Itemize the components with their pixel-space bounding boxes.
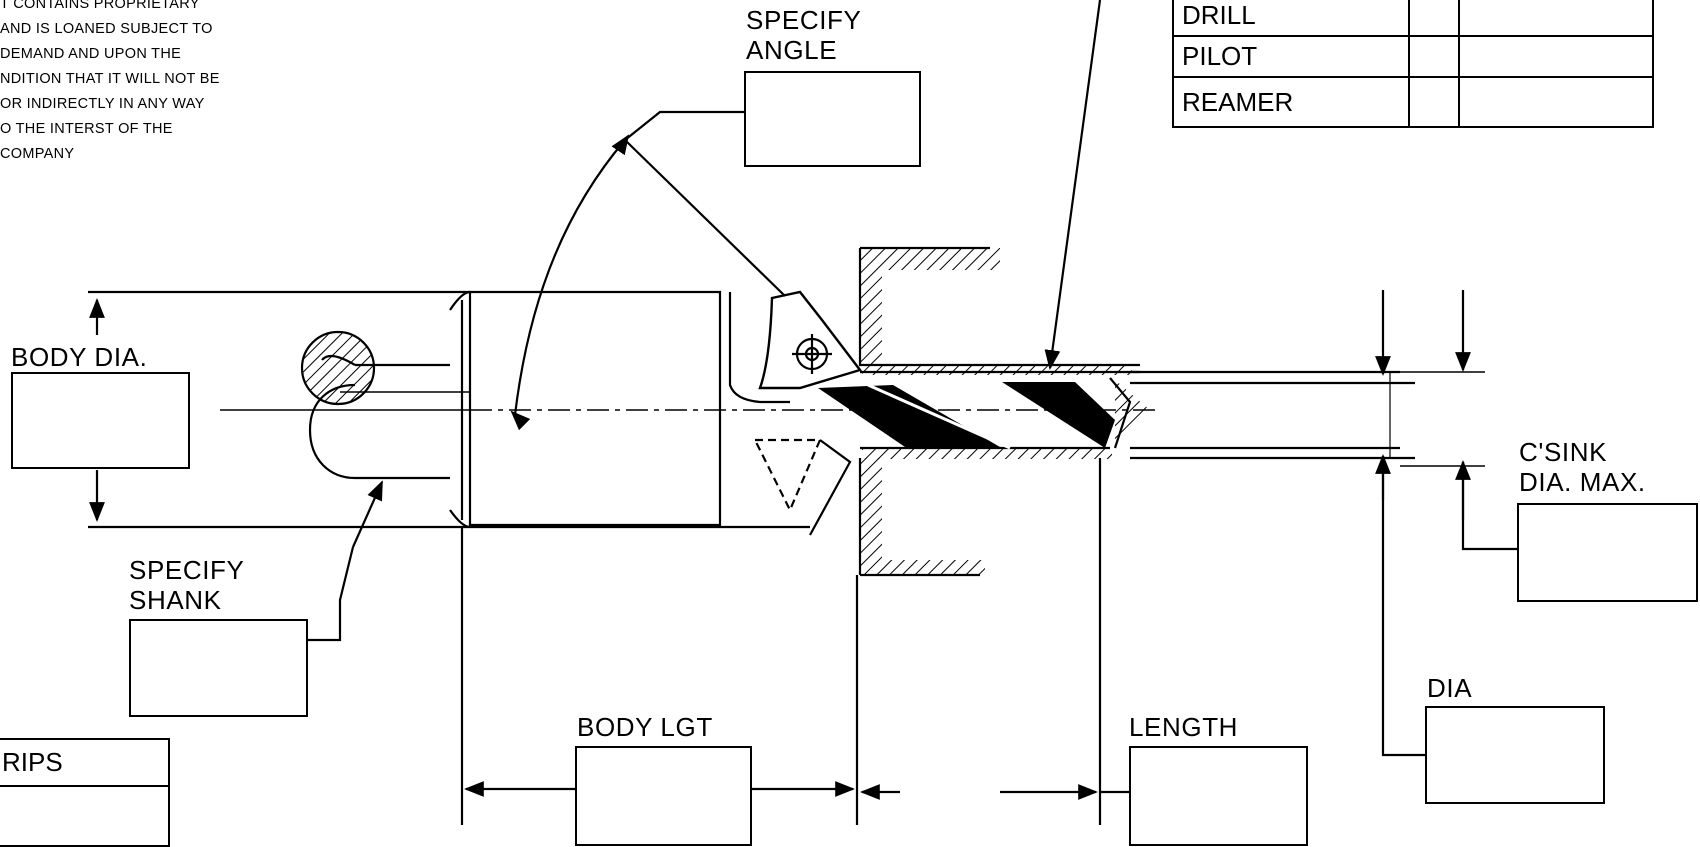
table-cell-input[interactable] — [0, 785, 170, 847]
specify-angle-field[interactable] — [744, 71, 921, 167]
dia-field[interactable] — [1425, 706, 1605, 804]
table-row: PILOT — [1172, 35, 1654, 78]
table-cell-input[interactable] — [1458, 35, 1654, 78]
table-cell-label: DRILL — [1172, 0, 1410, 37]
table-row: DRILL — [1172, 0, 1654, 37]
table-cell-input[interactable] — [1408, 35, 1460, 78]
label-line: SHANK — [129, 585, 222, 615]
table-cell-input[interactable] — [1408, 0, 1460, 37]
dia-label: DIA — [1427, 673, 1473, 703]
specify-shank-field[interactable] — [129, 619, 308, 717]
table-row: REAMER — [1172, 76, 1654, 128]
label-line: ANGLE — [746, 35, 838, 65]
body-lgt-label: BODY LGT — [577, 712, 713, 742]
notice-line: NDITION THAT IT WILL NOT BE — [0, 71, 220, 87]
notice-line: O THE INTERST OF THE — [0, 121, 173, 137]
specify-angle-label: SPECIFY ANGLE — [746, 5, 861, 65]
label-line: SPECIFY — [746, 5, 862, 35]
notice-line: OR INDIRECTLY IN ANY WAY — [0, 96, 205, 112]
table-row: RIPS — [0, 738, 170, 787]
table-row — [0, 785, 170, 847]
notice-line: COMPANY — [0, 146, 75, 162]
proprietary-notice: T CONTAINS PROPRIETARY AND IS LOANED SUB… — [0, 0, 260, 167]
label-line: C'SINK — [1519, 437, 1608, 467]
csink-label: C'SINK DIA. MAX. — [1519, 437, 1646, 497]
label-line: DIA. MAX. — [1519, 467, 1646, 497]
table-cell-input[interactable] — [1408, 76, 1460, 128]
notice-line: AND IS LOANED SUBJECT TO — [0, 21, 213, 37]
body-dia-label: BODY DIA. — [11, 342, 148, 372]
body-dia-field[interactable] — [11, 372, 190, 469]
table-cell-input[interactable] — [1458, 0, 1654, 37]
table-cell-label: REAMER — [1172, 76, 1410, 128]
table-cell-input[interactable] — [1458, 76, 1654, 128]
notice-line: DEMAND AND UPON THE — [0, 46, 182, 62]
body-lgt-field[interactable] — [575, 746, 752, 846]
grips-table: RIPS — [0, 738, 170, 847]
specify-shank-label: SPECIFY SHANK — [129, 555, 244, 615]
notice-line: T CONTAINS PROPRIETARY — [0, 0, 200, 12]
csink-field[interactable] — [1517, 503, 1698, 602]
tool-table: DRILL PILOT REAMER — [1172, 0, 1654, 128]
length-label: LENGTH — [1129, 712, 1239, 742]
label-line: SPECIFY — [129, 555, 245, 585]
table-cell-label: PILOT — [1172, 35, 1410, 78]
length-field[interactable] — [1129, 746, 1308, 846]
table-cell-label: RIPS — [0, 738, 170, 787]
